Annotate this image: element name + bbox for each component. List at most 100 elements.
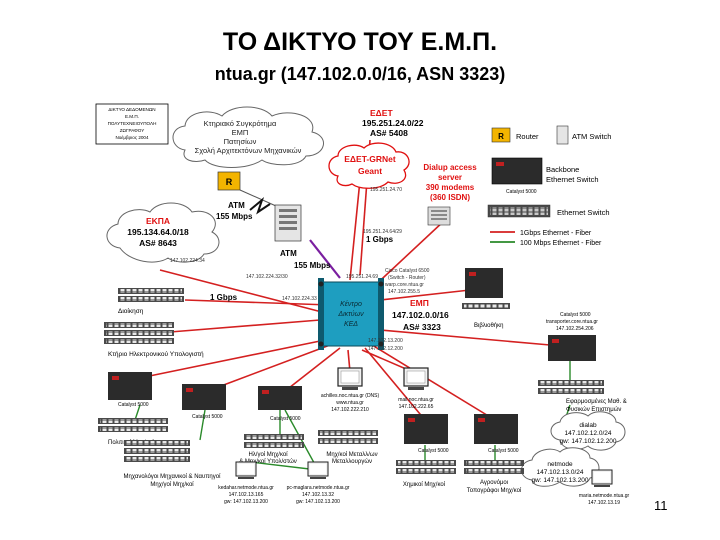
dialup-text: server <box>438 173 462 182</box>
atm-text: ATM <box>228 201 245 210</box>
cloud-text: dialab <box>579 422 597 429</box>
cloud-text: Κτηριακό Συγκρότημα <box>204 119 277 128</box>
cloud-ekpa: ΕΚΠΑ 195.134.64.0/18 AS# 8643 <box>106 202 220 263</box>
legend-router-letter: R <box>498 132 504 141</box>
transporter-info: Catalyst 5000 <box>560 312 591 318</box>
edet-ip: 195.251.24.70 <box>370 187 402 193</box>
computer-icon <box>235 461 257 479</box>
label-ilektrologoi: Ηλ/γοί Μηχ/κοί <box>248 452 288 458</box>
label-efarmosmenes: Εφαρμοσμένες Μαθ. & <box>566 398 627 405</box>
cloud-text: gw: 147.102.12.200 <box>559 438 616 445</box>
cloud-text: Geant <box>358 166 382 176</box>
catalyst-label: Catalyst 5000 <box>270 416 301 422</box>
core-switch-info: 147.102.255.5 <box>388 289 420 295</box>
switch-vivliothiki <box>462 268 510 309</box>
core-switch-info: Cisco Catalyst 6500 <box>385 268 430 274</box>
catalyst-label: Catalyst 5000 <box>418 448 449 454</box>
core-hub: Κέντρο Δικτύων ΚΕΔ <box>318 278 384 350</box>
kedahar-info: 147.102.13.165 <box>229 492 264 498</box>
link-agronomoi <box>371 344 496 421</box>
cloud-text: gw: 147.102.13.200 <box>531 477 588 484</box>
link-ekpa <box>159 269 346 319</box>
legend-router-icon <box>491 127 511 143</box>
note-line: ΖΩΓΡΑΦΟΥ <box>120 128 145 133</box>
link-politikoi <box>129 339 326 381</box>
switch-dioikisi <box>118 288 184 302</box>
link-atm <box>309 239 341 279</box>
link-kiyp <box>169 319 321 333</box>
label-metallourgoi: Μηχ/κοί Μεταλλ/ων <box>326 452 377 458</box>
switch-politikoi <box>98 372 168 432</box>
core-switch-info: warp.core.ntua.gr <box>385 282 424 288</box>
label-vivliothiki: Βιβλιοθήκη <box>474 322 503 329</box>
hub-label: Κέντρο <box>340 300 362 308</box>
cloud-text: 147.102.12.0/24 <box>565 430 612 437</box>
legend-gig-label: 1Gbps Ethernet - Fiber <box>520 230 592 237</box>
core-switch-info: (Switch - Router) <box>388 275 426 281</box>
pcmaglara-info: pc-maglara.netmode.ntua.gr <box>287 485 350 491</box>
cloud-text: netmode <box>547 461 573 468</box>
router-icon: R <box>217 171 241 191</box>
label-agronomoi: Αγρονόμοι <box>480 479 509 486</box>
label-mixanologoi: Μηχ/γοί Μηχ/κοί <box>150 482 194 488</box>
cloud-edet-grnet: ΕΔΕΤ-GRNet Geant <box>328 142 410 189</box>
dialup-label: Dialup access server 390 modems (360 ISD… <box>423 163 477 226</box>
emp-prefix: 147.102.0.0/16 <box>392 310 449 320</box>
switch-mixanologoi <box>124 384 226 462</box>
legend-router-label: Router <box>516 132 539 141</box>
atm-mid-text: ATM <box>280 249 297 258</box>
link-label-ekpa-hub: 147.102.224.32/30 <box>246 274 288 280</box>
switch-transporter <box>538 335 604 394</box>
atm-mid-text: 155 Mbps <box>294 261 331 270</box>
achilles-info: achilles.noc.ntua.gr (DNS) <box>321 393 380 399</box>
grnet-ip: 195.251.24.64/29 <box>363 229 402 235</box>
router-letter: R <box>226 177 233 187</box>
core-gateway: 147.102.13.200 <box>368 338 403 344</box>
link-transporter <box>379 329 551 346</box>
link-green-10 <box>249 461 319 471</box>
transporter-info: transporter.core.ntua.gr <box>546 319 598 325</box>
cloud-netmode: netmode 147.102.13.0/24 gw: 147.102.13.2… <box>521 447 600 487</box>
edet-name: ΕΔΕΤ <box>370 108 393 118</box>
link-label-admin-ip: 147.102.224.33 <box>282 296 317 302</box>
legend-eth-switch-label: Ethernet Switch <box>557 208 610 217</box>
cloud-dialab: dialab 147.102.12.0/24 gw: 147.102.12.20… <box>550 411 626 451</box>
legend-fast-label: 100 Mbps Ethernet - Fiber <box>520 240 602 247</box>
legend-atm-icon <box>556 125 569 145</box>
mail-info: mail.noc.ntua.gr <box>398 397 434 403</box>
grnet-speed: 1 Gbps <box>366 235 394 244</box>
edet-prefix: 195.251.24.0/22 <box>362 118 424 128</box>
legend-atm-label: ATM Switch <box>572 132 611 141</box>
link-green-1 <box>134 404 141 421</box>
note-line: Ε.Μ.Π. <box>125 114 139 119</box>
dialup-text: 390 modems <box>426 183 475 192</box>
switch-kiyp <box>104 322 174 344</box>
computer-icon <box>307 461 329 479</box>
cloud-text: 147.102.13.0/24 <box>537 469 584 476</box>
catalyst-label: Catalyst 5000 <box>118 402 149 408</box>
emp-name: ΕΜΠ <box>410 298 429 308</box>
link-label-ekpa-side: 195.251.24.69 <box>346 274 378 280</box>
note-line: ΠΟΛΥΤΕΧΝΕΙΟΥΠΟΛΗ <box>108 121 157 126</box>
maria-info: 147.102.13.19 <box>588 500 620 506</box>
label-kiyp: Κτήριο Ηλεκτρονικού Υπολογιστή <box>108 350 204 358</box>
maria-info: maria.netmode.ntua.gr <box>579 493 630 499</box>
cloud-text: AS# 8643 <box>139 238 177 248</box>
link-dioikisi <box>184 299 331 306</box>
label-ilektrologoi: & Μηχ/κοί Υπολ/στών <box>239 459 297 465</box>
label-efarmosmenes: Φυσικών Επιστημών <box>566 407 621 413</box>
transporter-info: 147.102.254.206 <box>556 326 594 332</box>
cloud-text: Σχολή Αρχιτεκτόνων Μηχανικών <box>195 146 302 155</box>
switch-agronomoi <box>464 414 524 474</box>
legend-backbone-icon <box>491 157 543 185</box>
label-metallourgoi: Μεταλλουργών <box>332 459 372 465</box>
cloud-text: ΕΜΠ <box>232 128 249 137</box>
legend-backbone-label: Ethernet Switch <box>546 175 599 184</box>
label-dioikisi: Διοίκηση <box>118 307 144 315</box>
cloud-text: Πατησίων <box>224 137 257 146</box>
catalyst-label: Catalyst 5000 <box>488 448 519 454</box>
legend-catalyst-label: Catalyst 5000 <box>506 189 537 195</box>
link-vivliothiki <box>379 289 471 301</box>
hub-label: ΚΕΔ <box>344 321 358 328</box>
